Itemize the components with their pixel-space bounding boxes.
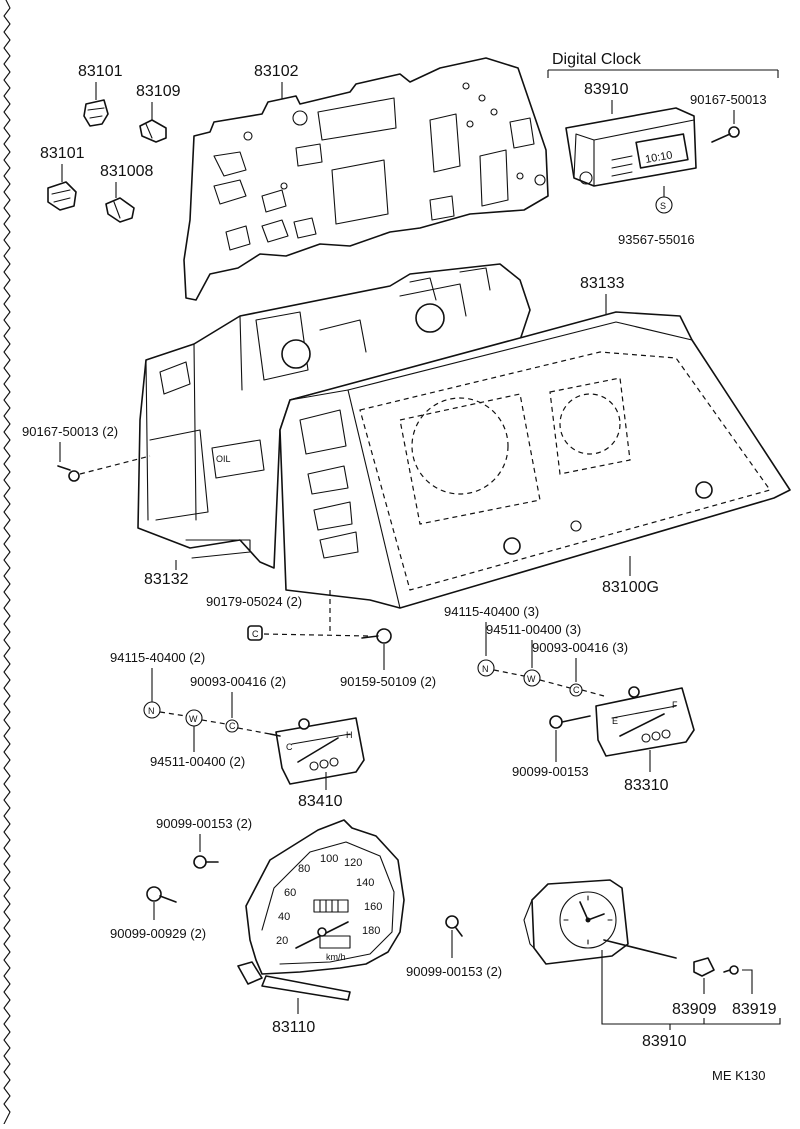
nut-mark-right: N [477,659,495,677]
label-831008: 831008 [100,163,153,180]
label-83910-bottom: 83910 [642,1033,687,1050]
speed-mark-180: 180 [362,925,380,937]
label-90159-50109: 90159-50109 (2) [340,674,436,689]
c-mark-left-text: C [229,721,236,731]
c-mark-right-text: C [573,685,580,695]
label-83110: 83110 [272,1019,315,1036]
c-mark-mid-text: C [252,629,259,639]
n-mark-left-text: N [148,706,155,716]
label-83101-top: 83101 [78,63,123,80]
label-94115-40400-3: 94115-40400 (3) [444,604,539,619]
bulb-831008 [105,197,135,223]
printed-circuit-83102 [183,57,549,301]
w-mark-left-text: W [189,714,198,724]
label-90167-50013: 90167-50013 [690,92,767,107]
label-94511-00400-3: 94511-00400 (3) [486,622,581,637]
label-83132: 83132 [144,571,189,588]
label-83909: 83909 [672,1001,717,1018]
label-83310: 83310 [624,777,669,794]
fuel-empty-text: E [612,716,618,726]
speed-mark-80: 80 [298,863,310,875]
speed-mark-20: 20 [276,935,288,947]
collar-mark-left: C [225,719,239,733]
label-94511-00400-2: 94511-00400 (2) [150,754,245,769]
label-83100G: 83100G [602,579,659,596]
bulb-83919 [723,965,739,975]
case-housing-83132: OIL [137,263,531,569]
speed-mark-120: 120 [344,857,362,869]
speed-mark-40: 40 [278,911,290,923]
digital-clock-83910: 10:10 [565,107,697,187]
n-mark-right-text: N [482,664,489,674]
s-mark-text: S [660,201,666,211]
speed-mark-140: 140 [356,877,374,889]
label-94115-40400-2: 94115-40400 (2) [110,650,205,665]
label-90099-00153-2b: 90099-00153 (2) [406,964,502,979]
case-print-oil: OIL [216,454,231,464]
label-90167-50013-2: 90167-50013 (2) [22,424,118,439]
label-83410: 83410 [298,793,343,810]
label-90099-00153: 90099-00153 [512,764,589,779]
label-90093-00416-2: 90093-00416 (2) [190,674,286,689]
label-90093-00416-3: 90093-00416 (3) [532,640,628,655]
s-mark-93567: S [655,196,673,214]
screw-90099-00153-right [549,715,591,729]
label-83102: 83102 [254,63,299,80]
label-83919: 83919 [732,1001,777,1018]
label-93567-55016: 93567-55016 [618,232,695,247]
label-90099-00929: 90099-00929 (2) [110,926,206,941]
label-90179-05024: 90179-05024 (2) [206,594,302,609]
temp-high-text: H [346,730,353,740]
corner-code: ME K130 [712,1068,765,1083]
analog-clock-83910 [523,879,677,965]
label-83910-top: 83910 [584,81,629,98]
w-mark-right-text: W [527,674,536,684]
screw-90099-00153-left [193,855,219,869]
bulb-83909 [693,957,715,977]
collar-mark-right: C [569,683,583,697]
meter-cover-83100G [279,311,791,609]
clock-display-text: 10:10 [644,149,673,166]
label-83133: 83133 [580,275,625,292]
screw-90167-50013-pair [57,465,80,482]
clip-90179-05024: C [247,625,263,641]
label-83101-bottom: 83101 [40,145,85,162]
temp-gauge-83410: C H [269,717,365,785]
speed-mark-60: 60 [284,887,296,899]
screw-90099-00929 [146,886,177,903]
speed-mark-160: 160 [364,901,382,913]
socket-83101-bottom [47,181,77,211]
nut-mark-left: N [143,701,161,719]
speed-unit-text: km/h [326,952,346,962]
speedometer-83110: 20 40 60 80 100 120 140 160 180 km/h [237,819,405,1001]
speed-mark-100: 100 [320,853,338,865]
torn-page-edge [3,0,11,1125]
screw-90099-00153-center [445,915,463,937]
label-83109: 83109 [136,83,181,100]
washer-mark-right: W [523,669,541,687]
screw-90159-50109 [361,628,392,644]
label-90099-00153-2a: 90099-00153 (2) [156,816,252,831]
socket-83101-top [83,99,109,127]
digital-clock-title: Digital Clock [552,51,642,68]
bulb-83109 [139,119,167,143]
temp-low-text: C [286,742,293,752]
washer-mark-left: W [185,709,203,727]
fuel-full-text: F [672,700,678,710]
screw-90167-50013 [711,126,740,143]
fuel-gauge-83310: E F [595,686,695,757]
